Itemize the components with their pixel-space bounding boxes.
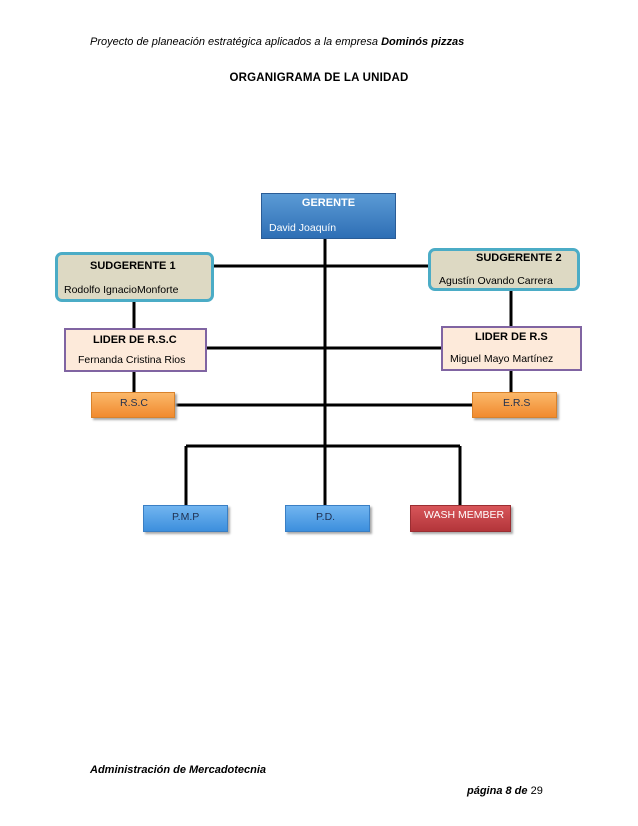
- lider-rsc-role: LIDER DE R.S.C: [93, 334, 177, 346]
- subgerente-1-box: SUDGERENTE 1 Rodolfo IgnacioMonforte: [55, 252, 214, 302]
- footer-page-number: página 8 de 29: [467, 785, 543, 797]
- footer-page-label: página 8 de: [467, 785, 531, 797]
- gerente-box: GERENTE David Joaquín: [261, 193, 396, 239]
- rsc-box: R.S.C: [91, 392, 175, 418]
- footer-page-total: 29: [530, 785, 543, 797]
- page-title: ORGANIGRAMA DE LA UNIDAD: [229, 72, 409, 84]
- subgerente-1-name: Rodolfo IgnacioMonforte: [64, 284, 179, 296]
- gerente-name: David Joaquín: [269, 222, 337, 234]
- lider-rsc-name: Fernanda Cristina Rios: [78, 354, 186, 366]
- footer-course: Administración de Mercadotecnia: [90, 764, 267, 776]
- subgerente-2-name: Agustín Ovando Carrera: [439, 275, 553, 287]
- subgerente-2-role: SUDGERENTE 2: [476, 252, 562, 264]
- gerente-role: GERENTE: [301, 197, 356, 209]
- wash-member-box: WASH MEMBER: [410, 505, 511, 532]
- subgerente-2-box: SUDGERENTE 2 Agustín Ovando Carrera: [428, 248, 580, 291]
- lider-rs-box: LIDER DE R.S Miguel Mayo Martínez: [441, 326, 582, 371]
- pmp-label: P.M.P: [172, 511, 200, 523]
- rsc-label: R.S.C: [120, 397, 149, 409]
- lider-rs-name: Miguel Mayo Martínez: [450, 353, 554, 365]
- subgerente-1-role: SUDGERENTE 1: [90, 260, 176, 272]
- lider-rs-role: LIDER DE R.S: [475, 331, 548, 343]
- wash-member-label: WASH MEMBER: [424, 509, 505, 521]
- document-header: Proyecto de planeación estratégica aplic…: [90, 36, 464, 48]
- lider-rsc-box: LIDER DE R.S.C Fernanda Cristina Rios: [64, 328, 207, 372]
- header-text: Proyecto de planeación estratégica aplic…: [90, 36, 382, 48]
- ers-box: E.R.S: [472, 392, 557, 418]
- header-brand: Dominós pizzas: [381, 36, 465, 48]
- ers-label: E.R.S: [503, 397, 531, 409]
- pmp-box: P.M.P: [143, 505, 228, 532]
- pd-box: P.D.: [285, 505, 370, 532]
- pd-label: P.D.: [316, 511, 336, 523]
